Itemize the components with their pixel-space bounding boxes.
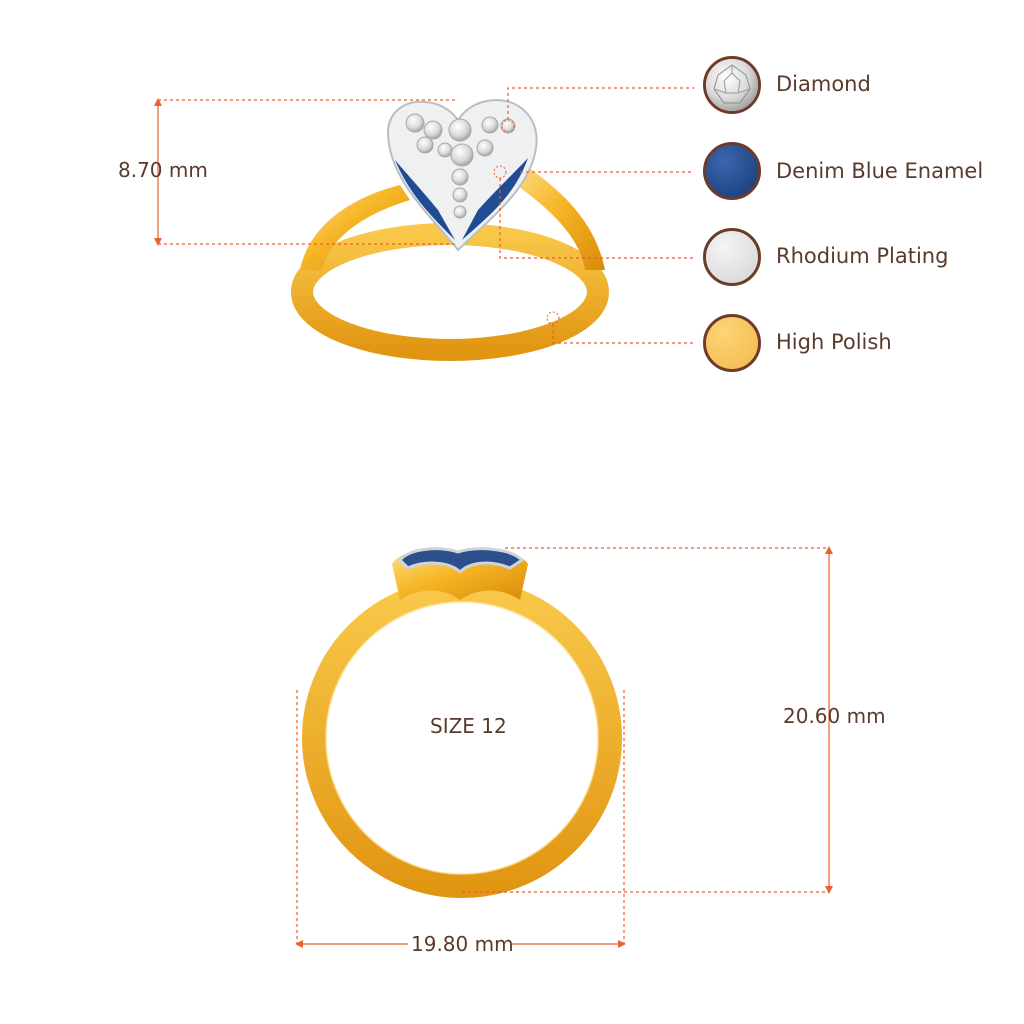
left-shoulder (300, 185, 410, 270)
right-enamel (462, 158, 528, 240)
band-front-circle (302, 578, 622, 898)
right-shoulder (512, 165, 605, 270)
ring-size-label: SIZE 12 (430, 714, 507, 738)
diamond-pointer (507, 87, 694, 120)
material-polish-label: High Polish (776, 330, 892, 354)
material-rhodium-label: Rhodium Plating (776, 244, 949, 268)
diamond-swatch-icon (703, 56, 761, 114)
guide-lines (157, 87, 830, 945)
gold-swatch-icon (703, 314, 761, 372)
left-enamel (395, 160, 455, 240)
width-front-label: 19.80 mm (411, 932, 514, 956)
blue-enamel-swatch-icon (703, 142, 761, 200)
ring-top-view (291, 98, 609, 361)
arrowheads (154, 98, 833, 948)
material-diamond-label: Diamond (776, 72, 871, 96)
ring-front-view (302, 547, 622, 898)
heart-top-enamel (397, 547, 525, 575)
height-top-label: 8.70 mm (118, 158, 208, 182)
material-enamel-label: Denim Blue Enamel (776, 159, 984, 183)
rhodium-swatch-icon (703, 228, 761, 286)
height-front-label: 20.60 mm (783, 704, 886, 728)
rhodium-pointer (499, 178, 694, 259)
pave-diamonds (405, 113, 516, 219)
polish-pointer (552, 324, 694, 344)
